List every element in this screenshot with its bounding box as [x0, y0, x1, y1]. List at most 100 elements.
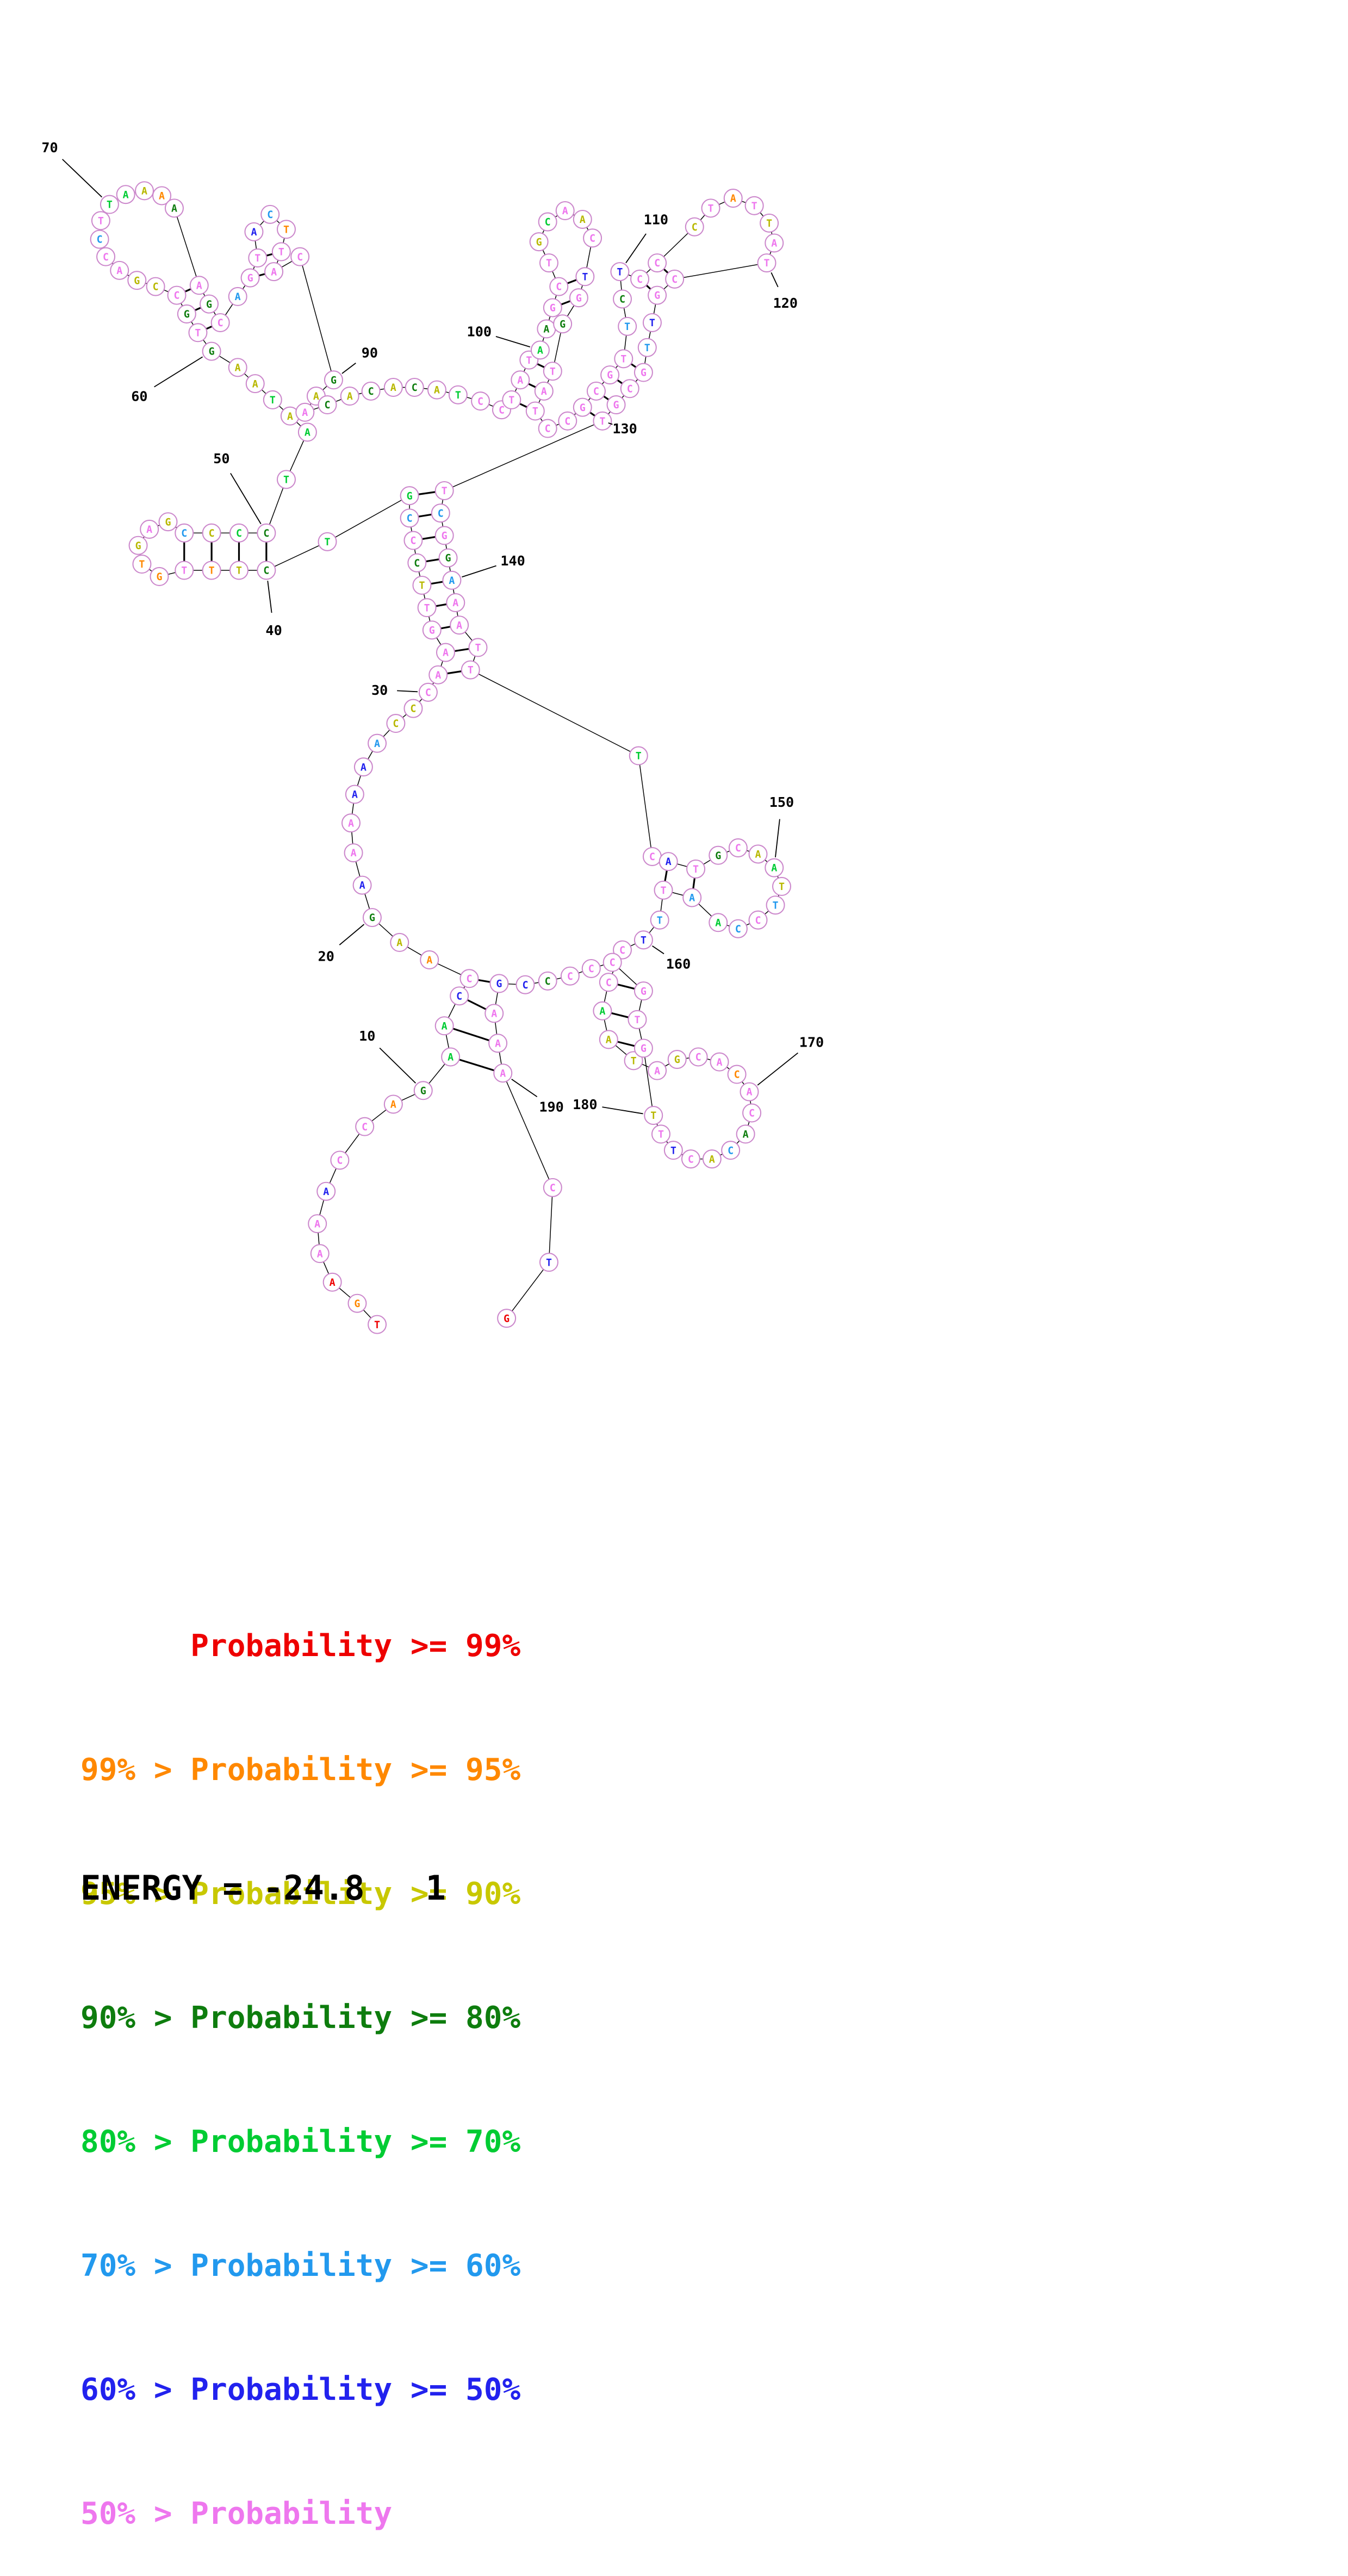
nucleotide-letter: C [627, 383, 633, 395]
backbone-segment [638, 755, 653, 857]
nucleotide-circle [386, 714, 406, 733]
nucleotide-circle [436, 643, 455, 662]
nucleotide-letter: G [654, 290, 660, 302]
nucleotide-letter: C [412, 382, 418, 394]
nucleotide-circle [583, 228, 602, 248]
legend-row-99: Probability >= 99% [80, 1628, 521, 1664]
nucleotide-letter: A [715, 917, 721, 929]
nucleotide-letter: T [708, 203, 714, 215]
nucleotides: TGAAAACCAGAACCAAGAAAAAACCCAAGTTCCCGTCTTT… [90, 181, 792, 1334]
nucleotide-letter: C [153, 282, 159, 293]
nucleotide-circle [539, 1253, 558, 1272]
nucleotide-letter: C [692, 222, 698, 233]
nucleotide-circle [709, 913, 728, 932]
nucleotide-letter: T [657, 915, 663, 926]
nucleotide-circle [248, 248, 268, 267]
nucleotide-letter: A [537, 345, 543, 356]
nucleotide-letter: C [610, 957, 616, 969]
nucleotide-letter: G [607, 370, 613, 381]
nucleotide-letter: T [236, 565, 242, 577]
nucleotide-letter: C [414, 558, 420, 569]
nucleotide-letter: C [755, 915, 761, 926]
nucleotide-circle [316, 1181, 336, 1201]
nucleotide-letter: C [556, 282, 562, 293]
nucleotide-letter: T [764, 258, 770, 269]
label-leader-line [602, 1106, 643, 1115]
nucleotide-circle [228, 358, 247, 377]
nucleotide-circle [575, 267, 595, 287]
nucleotide-circle [412, 575, 432, 595]
nucleotide-letter: T [617, 266, 623, 278]
nucleotide-letter: A [287, 411, 293, 422]
nucleotide-letter: T [98, 215, 104, 227]
nucleotide-circle [353, 757, 373, 777]
nucleotide-circle [665, 269, 685, 289]
nucleotide-circle [347, 1293, 367, 1313]
nucleotide-circle [297, 422, 317, 442]
nucleotide-letter: C [209, 528, 215, 539]
nucleotide-letter: T [181, 565, 187, 577]
nucleotide-circle [260, 204, 280, 224]
nucleotide-letter: T [779, 881, 785, 893]
nucleotide-letter: A [491, 1009, 497, 1020]
nucleotide-letter: C [545, 424, 551, 435]
nucleotide-circle [202, 523, 221, 543]
nucleotide-letter: G [536, 237, 542, 248]
nucleotide-letter: C [688, 1154, 694, 1165]
nucleotide-letter: G [369, 912, 375, 924]
nucleotide-circle [330, 1150, 350, 1170]
nucleotide-circle [686, 859, 706, 879]
nucleotide-letter: C [649, 851, 655, 863]
nucleotide-letter: G [184, 309, 190, 320]
nucleotide-letter: T [508, 395, 514, 406]
nucleotide-letter: T [658, 1129, 664, 1141]
nucleotide-letter: A [435, 670, 441, 681]
nucleotide-circle [610, 262, 630, 282]
nucleotide-letter: T [324, 537, 330, 548]
nucleotide-letter: A [654, 1066, 660, 1077]
nucleotide-circle [434, 526, 454, 545]
nucleotide-letter: A [543, 324, 549, 335]
nucleotide-circle [555, 201, 575, 220]
label-leader-line [511, 1079, 538, 1098]
nucleotide-letter: C [593, 386, 599, 397]
nucleotide-circle [276, 220, 296, 239]
nucleotide-letter: C [545, 976, 551, 987]
backbone-segment [173, 208, 200, 286]
nucleotide-circle [146, 277, 165, 296]
nucleotide-circle [245, 374, 265, 394]
nucleotide-letter: A [771, 863, 777, 874]
nucleotide-circle [736, 1124, 755, 1144]
nucleotide-letter: C [695, 1052, 701, 1063]
nucleic-acid-structure-plot: TGAAAACCAGAACCAAGAAAAAACCCAAGTTCCCGTCTTT… [41, 140, 824, 1334]
nucleotide-circle [766, 895, 785, 915]
legend-row-90: 95% > Probability >= 90% [80, 1876, 521, 1912]
position-label: 90 [362, 345, 378, 361]
nucleotide-circle [362, 908, 382, 928]
label-leader-line [757, 1052, 798, 1086]
nucleotide-letter: A [302, 407, 308, 419]
nucleotide-letter: T [693, 864, 699, 875]
nucleotide-letter: A [755, 849, 761, 861]
nucleotide-letter: T [209, 565, 215, 577]
nucleotide-circle [244, 222, 264, 241]
backbone-segment [548, 1187, 554, 1262]
nucleotide-circle [340, 387, 359, 406]
nucleotide-letter: C [672, 274, 678, 285]
position-labels: 7060504030201090100110120130140150160170… [41, 140, 824, 1115]
nucleotide-letter: A [351, 848, 357, 859]
nucleotide-letter: A [606, 1035, 612, 1046]
nucleotide-circle [202, 341, 221, 361]
nucleotide-circle [573, 209, 592, 229]
nucleotide-circle [344, 843, 363, 863]
label-leader-line [495, 335, 531, 348]
nucleotide-letter: C [337, 1155, 343, 1167]
nucleotide-letter: A [171, 203, 177, 215]
nucleotide-letter: G [135, 540, 141, 552]
nucleotide-circle [164, 198, 184, 218]
nucleotide-letter: A [348, 818, 354, 829]
nucleotide-circle [502, 390, 521, 409]
backbone-segment [506, 1262, 550, 1319]
nucleotide-letter: C [438, 508, 444, 519]
nucleotide-circle [400, 486, 419, 506]
